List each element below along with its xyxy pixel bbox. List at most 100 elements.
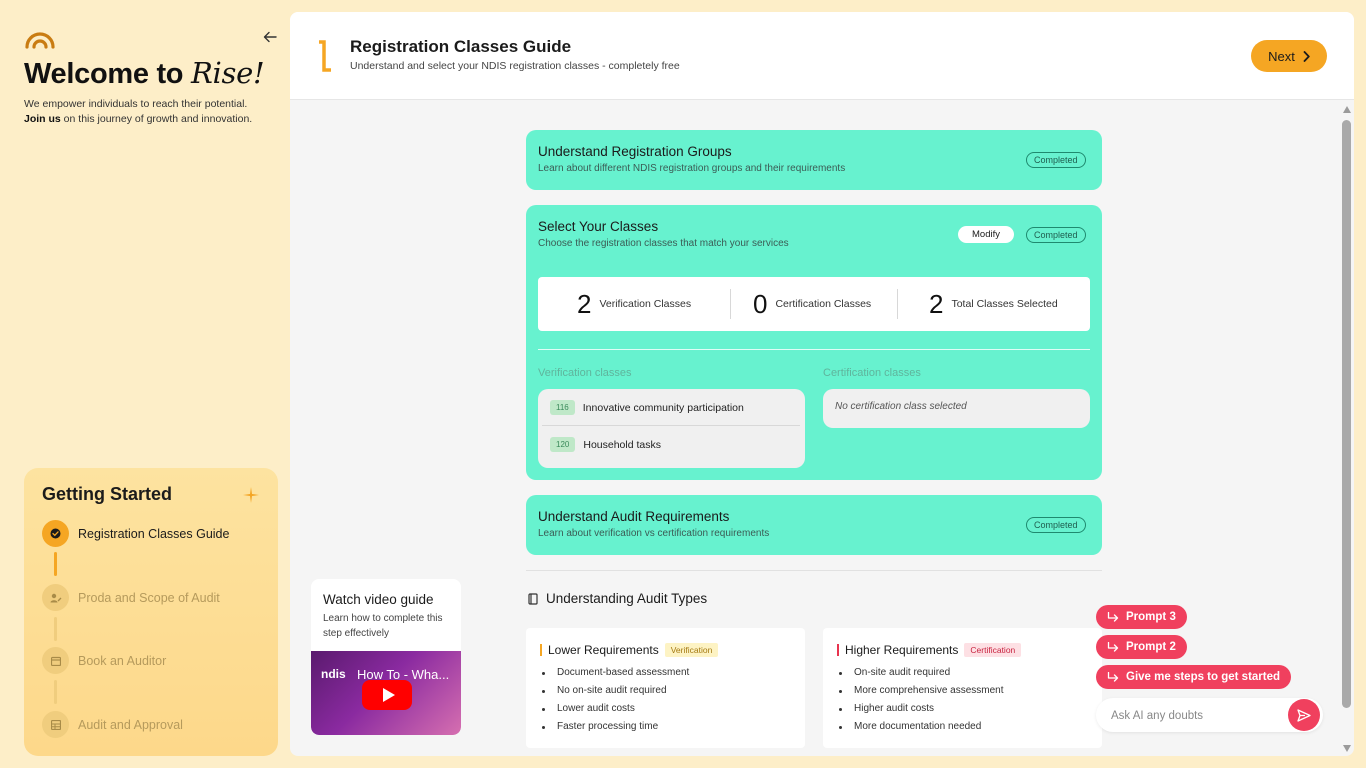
arrow-left-icon[interactable]	[260, 30, 280, 48]
scroll-thumb[interactable]	[1342, 120, 1351, 708]
next-label: Next	[1268, 48, 1295, 64]
list-item[interactable]: 120 Household tasks	[550, 437, 661, 452]
modify-button[interactable]: Modify	[958, 226, 1014, 243]
video-guide-card: Watch video guide Learn how to complete …	[311, 579, 461, 735]
prompt-chip[interactable]: Prompt 2	[1096, 635, 1187, 659]
step-label: Proda and Scope of Audit	[78, 590, 220, 605]
list-item: More comprehensive assessment	[839, 682, 1004, 700]
send-icon[interactable]	[1288, 699, 1320, 731]
list-item: Document-based assessment	[542, 664, 689, 682]
rise-logo-icon	[25, 32, 55, 49]
accent-bar	[540, 644, 542, 656]
section-title: Understanding Audit Types	[546, 591, 708, 606]
scroll-down-arrow[interactable]	[1343, 745, 1351, 752]
class-code: 116	[550, 400, 575, 415]
video-title: Watch video guide	[323, 592, 434, 607]
req-header: Higher Requirements Certification	[837, 643, 1022, 657]
higher-requirements-card: Higher Requirements Certification On-sit…	[823, 628, 1102, 748]
list-divider	[542, 425, 800, 426]
channel-logo: ndis	[321, 667, 346, 681]
prompt-arrow-icon	[1107, 612, 1119, 622]
top-bar: Registration Classes Guide Understand an…	[290, 12, 1354, 100]
req-list: Document-based assessment No on-site aud…	[542, 664, 689, 736]
list-item: More documentation needed	[839, 718, 1004, 736]
list-item[interactable]: 116 Innovative community participation	[550, 400, 744, 415]
empty-state: No certification class selected	[835, 401, 967, 412]
page-subtitle: Understand and select your NDIS registra…	[350, 60, 680, 72]
class-code: 120	[550, 437, 576, 452]
req-list: On-site audit required More comprehensiv…	[839, 664, 1004, 736]
stat-number: 2	[929, 288, 944, 319]
list-item: Higher audit costs	[839, 700, 1004, 718]
card-description: Learn about verification vs certificatio…	[538, 528, 770, 539]
sidebar: Welcome to Rise! We empower individuals …	[0, 0, 290, 768]
list-item: Lower audit costs	[542, 700, 689, 718]
status-badge: Completed	[1026, 152, 1086, 168]
prompt-arrow-icon	[1107, 672, 1119, 682]
step-book-auditor[interactable]: Book an Auditor	[42, 647, 166, 674]
next-button[interactable]: Next	[1251, 40, 1327, 72]
prompt-label: Give me steps to get started	[1126, 671, 1281, 683]
step-label: Book an Auditor	[78, 653, 167, 668]
step-proda-scope[interactable]: Proda and Scope of Audit	[42, 584, 220, 611]
stat-label: Total Classes Selected	[951, 298, 1058, 310]
step-registration-classes-guide[interactable]: Registration Classes Guide	[42, 520, 229, 547]
chevron-right-icon	[1303, 50, 1310, 62]
card-title: Understand Registration Groups	[538, 144, 732, 159]
book-icon	[528, 592, 538, 605]
stat-number: 2	[577, 288, 592, 319]
class-name: Household tasks	[583, 438, 661, 451]
ai-input[interactable]	[1111, 707, 1271, 725]
tagline-line1: We empower individuals to reach their po…	[24, 98, 248, 110]
verification-tag: Verification	[664, 643, 719, 657]
welcome-prefix: Welcome to	[24, 58, 184, 90]
card-description: Learn about different NDIS registration …	[538, 163, 846, 174]
stat-divider	[897, 289, 898, 319]
calendar-icon	[42, 647, 69, 674]
verification-classes-heading: Verification classes	[538, 367, 632, 379]
card-separator	[538, 349, 1090, 350]
prompt-label: Prompt 3	[1126, 611, 1176, 623]
prompt-chip[interactable]: Prompt 3	[1096, 605, 1187, 629]
certification-classes-list: No certification class selected	[823, 389, 1090, 428]
status-badge: Completed	[1026, 517, 1086, 533]
tagline-line2: on this journey of growth and innovation…	[60, 113, 253, 125]
card-select-classes: Select Your Classes Choose the registrat…	[526, 205, 1102, 480]
req-title: Higher Requirements	[845, 643, 959, 657]
class-stats: 2 Verification Classes 0 Certification C…	[538, 277, 1090, 331]
stat-verification: 2 Verification Classes	[577, 277, 691, 331]
stat-certification: 0 Certification Classes	[753, 277, 871, 331]
step-connector	[54, 552, 57, 576]
step-connector	[54, 617, 57, 641]
user-edit-icon	[42, 584, 69, 611]
scroll-up-arrow[interactable]	[1343, 106, 1351, 113]
verification-classes-list: 116 Innovative community participation 1…	[538, 389, 805, 468]
play-icon[interactable]	[362, 680, 412, 710]
getting-started-card: Getting Started Registration Classes Gui…	[24, 468, 278, 756]
req-header: Lower Requirements Verification	[540, 643, 719, 657]
class-name: Innovative community participation	[582, 401, 744, 414]
tagline-join: Join us	[24, 113, 61, 125]
tagline: We empower individuals to reach their po…	[24, 97, 274, 127]
status-badge: Completed	[1026, 227, 1086, 243]
step-audit-approval[interactable]: Audit and Approval	[42, 711, 183, 738]
prompt-chip[interactable]: Give me steps to get started	[1096, 665, 1292, 689]
card-audit-requirements[interactable]: Understand Audit Requirements Learn abou…	[526, 495, 1102, 555]
card-registration-groups[interactable]: Understand Registration Groups Learn abo…	[526, 130, 1102, 190]
video-thumbnail[interactable]: ndis How To - Wha...	[311, 651, 461, 735]
video-embed-title: How To - Wha...	[357, 667, 450, 682]
prompt-arrow-icon	[1107, 642, 1119, 652]
stat-total: 2 Total Classes Selected	[929, 277, 1058, 331]
bracket-icon	[319, 40, 331, 72]
stat-divider	[730, 289, 731, 319]
scrollbar[interactable]	[1340, 102, 1354, 756]
step-connector	[54, 680, 57, 704]
list-item: No on-site audit required	[542, 682, 689, 700]
sparkle-icon	[242, 486, 260, 509]
accent-bar	[837, 644, 839, 656]
ai-chat-box	[1096, 698, 1323, 732]
list-item: On-site audit required	[839, 664, 1004, 682]
welcome-brand: Rise!	[191, 56, 265, 90]
prompt-label: Prompt 2	[1126, 641, 1176, 653]
step-label: Registration Classes Guide	[78, 526, 230, 541]
